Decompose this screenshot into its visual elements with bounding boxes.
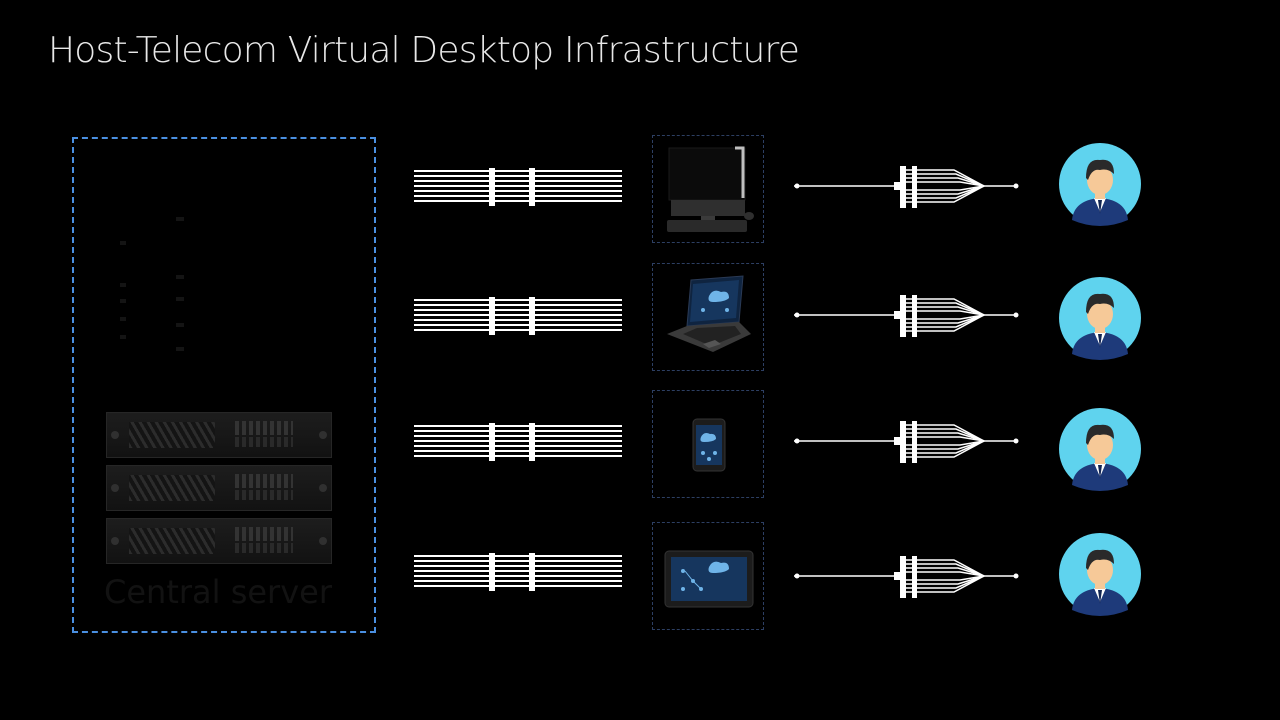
user-link-2: [794, 295, 1019, 337]
laptop-icon: [667, 275, 751, 352]
server-status-lights: [120, 217, 184, 351]
user-avatar-icon-4: [1059, 533, 1141, 616]
user-link-4: [794, 556, 1019, 598]
user-avatar-icon-1: [1059, 143, 1141, 226]
server-link-3: [414, 423, 622, 461]
user-link-3: [794, 421, 1019, 463]
desktop-computer-icon: [667, 146, 754, 232]
server-rack-3: [106, 518, 332, 564]
desktop-computer-box: [652, 135, 764, 243]
user-avatar-icon-2: [1059, 277, 1141, 360]
user-link-1: [794, 166, 1019, 208]
server-rack-2: [106, 465, 332, 511]
page-title: Host-Telecom Virtual Desktop Infrastruct…: [48, 30, 800, 71]
smartphone-box: [652, 390, 764, 498]
server-link-2: [414, 297, 622, 335]
central-server-box: Central server: [72, 137, 376, 633]
server-label: Central server: [104, 573, 332, 611]
smartphone-icon: [692, 418, 726, 472]
server-link-4: [414, 553, 622, 591]
tablet-icon: [664, 550, 754, 608]
laptop-box: [652, 263, 764, 371]
user-avatar-icon-3: [1059, 408, 1141, 491]
tablet-box: [652, 522, 764, 630]
server-link-1: [414, 168, 622, 206]
server-rack-1: [106, 412, 332, 458]
